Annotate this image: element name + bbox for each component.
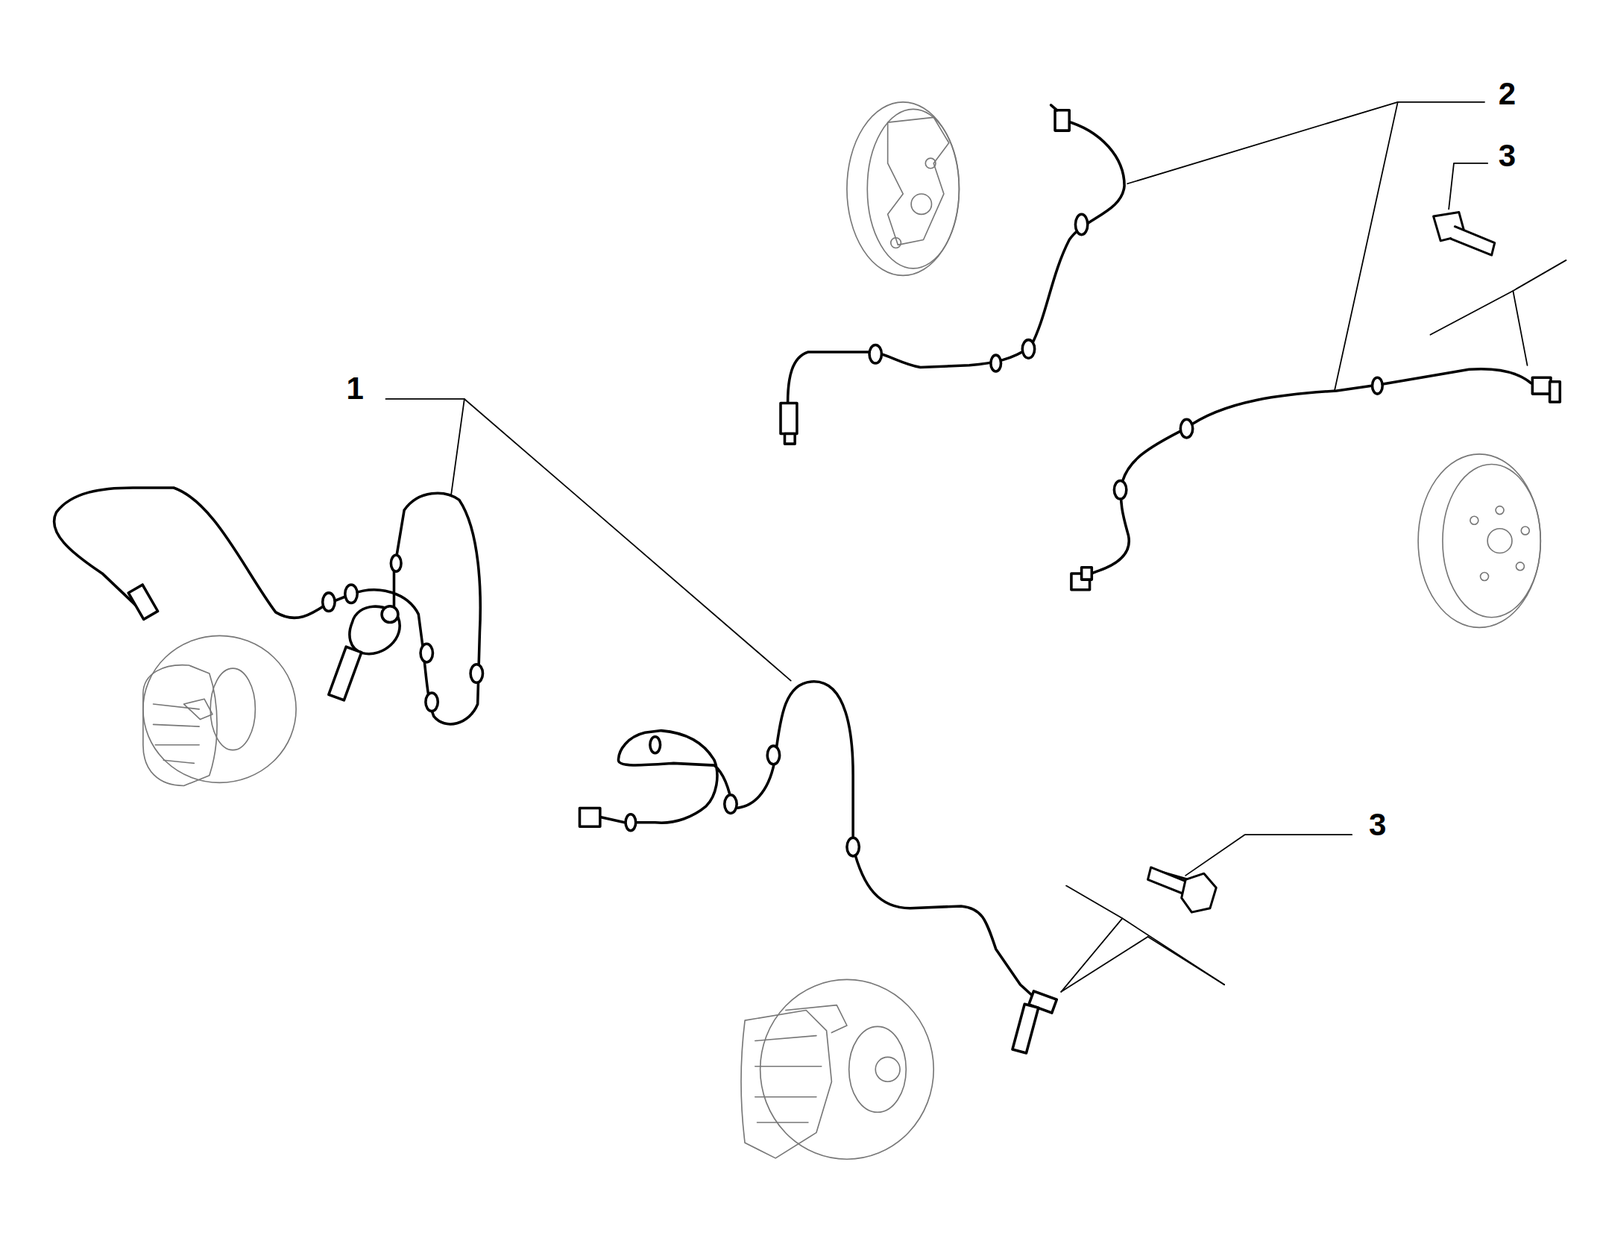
callout-number: 3 bbox=[1497, 140, 1518, 172]
callout-number: 3 bbox=[1367, 808, 1388, 841]
sensor-cables bbox=[54, 105, 1561, 1053]
callout-number: 2 bbox=[1497, 78, 1518, 110]
wheel-parts bbox=[143, 102, 1541, 1159]
leader-lines bbox=[386, 102, 1567, 995]
callout-number: 1 bbox=[345, 372, 366, 405]
bolts bbox=[1148, 212, 1495, 913]
